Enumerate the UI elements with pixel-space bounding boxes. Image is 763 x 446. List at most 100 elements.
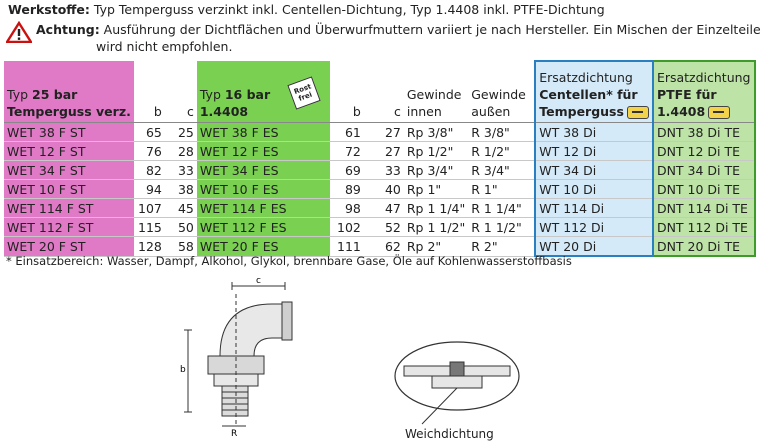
materials-line: Werkstoffe: Typ Temperguss verzinkt inkl… xyxy=(8,2,605,17)
seal-caption: Weichdichtung xyxy=(405,427,494,441)
header-b-2: b xyxy=(329,61,364,123)
cell-b1: 76 xyxy=(133,141,165,161)
cell-t1: WET 114 F ST xyxy=(4,198,134,218)
cell-c2: 27 xyxy=(363,122,404,142)
dim-b-label: b xyxy=(180,365,186,375)
elbow-drawing: c b R xyxy=(180,276,293,438)
cell-c1: 38 xyxy=(164,179,197,199)
cell-b1: 107 xyxy=(133,198,165,218)
cell-d1: WT 112 Di xyxy=(534,217,654,237)
cell-b2: 98 xyxy=(329,198,364,218)
table-header: Typ 25 bar Temperguss verz. b c Typ 16 b… xyxy=(4,60,756,123)
cell-c1: 33 xyxy=(164,160,197,180)
cell-ga: R 2" xyxy=(468,236,536,257)
cell-d1: WT 114 Di xyxy=(534,198,654,218)
cell-ga: R 1/2" xyxy=(468,141,536,161)
cell-b1: 65 xyxy=(133,122,165,142)
cell-c1: 25 xyxy=(164,122,197,142)
cell-d1: WT 10 Di xyxy=(534,179,654,199)
dim-c-label: c xyxy=(256,276,261,286)
cell-c2: 27 xyxy=(363,141,404,161)
cell-ga: R 3/8" xyxy=(468,122,536,142)
cell-d2: DNT 20 Di TE xyxy=(651,236,756,257)
warning-text: Ausführung der Dichtflächen und Überwurf… xyxy=(99,22,761,37)
materials-text: Typ Temperguss verzinkt inkl. Centellen-… xyxy=(89,2,605,17)
warning-line: Achtung: Ausführung der Dichtflächen und… xyxy=(36,22,761,37)
warning-icon xyxy=(6,21,32,43)
dim-r-label: R xyxy=(231,429,237,438)
cell-gi: Rp 1/2" xyxy=(403,141,469,161)
cell-c1: 45 xyxy=(164,198,197,218)
product-table: Typ 25 bar Temperguss verz. b c Typ 16 b… xyxy=(4,60,756,257)
cell-c1: 58 xyxy=(164,236,197,257)
footnote: * Einsatzbereich: Wasser, Dampf, Alkohol… xyxy=(6,254,572,268)
cell-d2: DNT 112 Di TE xyxy=(651,217,756,237)
cell-b2: 72 xyxy=(329,141,364,161)
cell-c1: 28 xyxy=(164,141,197,161)
cell-b1: 128 xyxy=(133,236,165,257)
cell-d1: WT 20 Di xyxy=(534,236,654,257)
cell-c2: 40 xyxy=(363,179,404,199)
cell-c2: 33 xyxy=(363,160,404,180)
header-seal-centellen: Ersatzdichtung Centellen* für Temperguss xyxy=(534,60,654,123)
cell-ga: R 1" xyxy=(468,179,536,199)
warning-label: Achtung: xyxy=(36,22,100,37)
cell-d2: DNT 34 Di TE xyxy=(651,160,756,180)
cell-d1: WT 38 Di xyxy=(534,122,654,142)
cell-b1: 115 xyxy=(133,217,165,237)
warning-line-2: wird nicht empfohlen. xyxy=(96,39,233,54)
wrench-icon xyxy=(708,106,731,119)
cell-t2: WET 20 F ES xyxy=(196,236,330,257)
header-b: b xyxy=(133,61,165,123)
cell-c2: 47 xyxy=(363,198,404,218)
cell-b2: 111 xyxy=(329,236,364,257)
cell-gi: Rp 3/4" xyxy=(403,160,469,180)
cell-d2: DNT 10 Di TE xyxy=(651,179,756,199)
cell-d2: DNT 114 Di TE xyxy=(651,198,756,218)
seal-detail-drawing xyxy=(394,341,520,425)
cell-t2: WET 10 F ES xyxy=(196,179,330,199)
materials-label: Werkstoffe: xyxy=(8,2,90,17)
cell-t2: WET 38 F ES xyxy=(196,122,330,142)
wrench-icon xyxy=(626,106,649,119)
header-seal-ptfe: Ersatzdichtung PTFE für 1.4408 xyxy=(651,60,756,123)
cell-t1: WET 12 F ST xyxy=(4,141,134,161)
cell-gi: Rp 2" xyxy=(403,236,469,257)
cell-ga: R 1 1/4" xyxy=(468,198,536,218)
cell-gi: Rp 3/8" xyxy=(403,122,469,142)
cell-b1: 82 xyxy=(133,160,165,180)
cell-b1: 94 xyxy=(133,179,165,199)
cell-gi: Rp 1 1/2" xyxy=(403,217,469,237)
cell-gi: Rp 1" xyxy=(403,179,469,199)
cell-c2: 62 xyxy=(363,236,404,257)
cell-b2: 89 xyxy=(329,179,364,199)
cell-d2: DNT 12 Di TE xyxy=(651,141,756,161)
header-c-2: c xyxy=(363,61,404,123)
cell-ga: R 1 1/2" xyxy=(468,217,536,237)
cell-b2: 61 xyxy=(329,122,364,142)
cell-d1: WT 34 Di xyxy=(534,160,654,180)
cell-gi: Rp 1 1/4" xyxy=(403,198,469,218)
header-type-25bar: Typ 25 bar Temperguss verz. xyxy=(4,61,134,123)
cell-c1: 50 xyxy=(164,217,197,237)
cell-b2: 69 xyxy=(329,160,364,180)
cell-c2: 52 xyxy=(363,217,404,237)
cell-b2: 102 xyxy=(329,217,364,237)
cell-t1: WET 20 F ST xyxy=(4,236,134,257)
cell-t1: WET 38 F ST xyxy=(4,122,134,142)
cell-d1: WT 12 Di xyxy=(534,141,654,161)
cell-d2: DNT 38 Di TE xyxy=(651,122,756,142)
cell-t2: WET 114 F ES xyxy=(196,198,330,218)
cell-t2: WET 12 F ES xyxy=(196,141,330,161)
header-c: c xyxy=(164,61,197,123)
cell-t1: WET 10 F ST xyxy=(4,179,134,199)
